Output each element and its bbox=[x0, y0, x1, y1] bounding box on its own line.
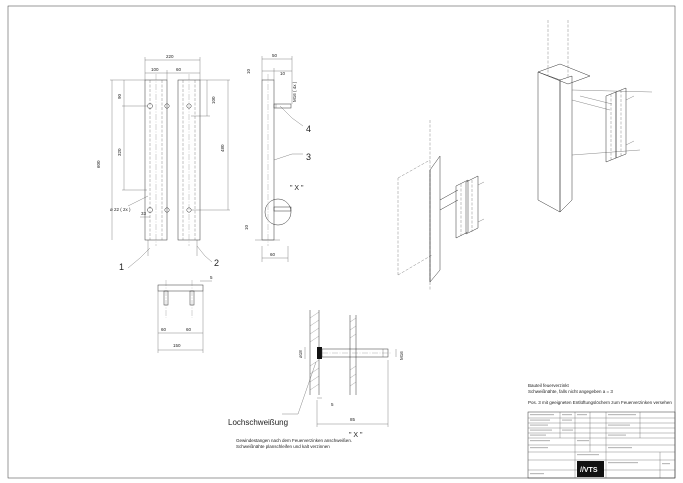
dim-thread: M16 bbox=[399, 351, 404, 360]
dim-bottom-left: 60 bbox=[161, 327, 167, 332]
dim-small: 5 bbox=[331, 402, 334, 407]
part-label-2: 2 bbox=[214, 258, 219, 268]
dim-middle-right: 480 bbox=[220, 144, 225, 152]
label-hole: ø 22 ( 2x ) bbox=[110, 207, 131, 212]
bottom-plate bbox=[157, 284, 204, 292]
dim-bottom-top: 5 bbox=[210, 275, 213, 280]
dim-overall-height: 600 bbox=[96, 160, 101, 168]
vts-logo-text: //VTS bbox=[580, 467, 598, 474]
vts-logo bbox=[577, 461, 604, 477]
dim-overall-width: 220 bbox=[166, 54, 174, 59]
threaded-rod-top bbox=[273, 103, 292, 109]
side-view: " X " 50 10 10 M16 ( 4x ) 10 60 4 3 bbox=[244, 53, 311, 262]
detail-x: ø18 M16 5 85 Lochschweißung " X " Gewind… bbox=[228, 310, 404, 449]
dim-width-left: 100 bbox=[151, 67, 159, 72]
dim-top-right: 100 bbox=[211, 96, 216, 104]
title-block: //VTS bbox=[527, 411, 676, 479]
sheet-border bbox=[7, 5, 676, 479]
note-line-2: Schweißnähte, falls nicht angegeben a = … bbox=[528, 389, 613, 394]
threaded-rod-bottom bbox=[273, 206, 292, 212]
dim-width-right: 60 bbox=[176, 67, 182, 72]
dim-side-top-right: 10 bbox=[280, 71, 286, 76]
part-label-1: 1 bbox=[119, 262, 124, 272]
dim-side-top-left: 10 bbox=[246, 68, 251, 74]
detail-x-title: " X " bbox=[349, 432, 363, 439]
dim-diameter: ø18 bbox=[298, 350, 303, 358]
dim-bottom-overall: 150 bbox=[173, 343, 181, 348]
bottom-view: 5 60 60 150 bbox=[157, 275, 213, 353]
dim-side-bottom-left: 10 bbox=[244, 224, 249, 230]
label-hole-weld: Lochschweißung bbox=[228, 418, 288, 427]
dim-side-top-width: 50 bbox=[272, 53, 278, 58]
dim-length: 85 bbox=[350, 417, 356, 422]
part-label-3: 3 bbox=[306, 152, 311, 162]
hole-weld bbox=[317, 347, 322, 359]
dim-top-left: 90 bbox=[117, 93, 122, 99]
front-view: 220 100 60 90 600 320 100 480 33 ø 22 ( … bbox=[96, 54, 230, 272]
hole-bottom-left bbox=[147, 207, 153, 213]
detail-x-circle bbox=[264, 198, 292, 226]
label-thread: M16 ( 4x ) bbox=[292, 81, 297, 102]
iso-mounting-top bbox=[537, 20, 653, 213]
dim-side-bottom-width: 60 bbox=[270, 252, 276, 257]
detail-ref-label: " X " bbox=[290, 185, 304, 192]
dim-middle-left: 320 bbox=[117, 148, 122, 156]
note-line-1: Bauteil feuerverzinkt bbox=[528, 383, 570, 388]
hole-top-left bbox=[147, 103, 153, 109]
dim-bottom-right: 60 bbox=[186, 327, 192, 332]
part-label-4: 4 bbox=[306, 124, 311, 134]
detail-note-2: Schweißnähte planschleifen und kalt verz… bbox=[236, 444, 330, 449]
general-notes: Bauteil feuerverzinkt Schweißnähte, fall… bbox=[528, 383, 672, 405]
dim-bottom: 33 bbox=[141, 211, 147, 216]
detail-note-1: Gewindestangen nach dem Feuerverzinken a… bbox=[236, 438, 352, 443]
iso-mounting-middle bbox=[397, 120, 485, 290]
note-line-3: Pos. 3 mit geeigneten Entlüftungslöchern… bbox=[528, 400, 672, 405]
